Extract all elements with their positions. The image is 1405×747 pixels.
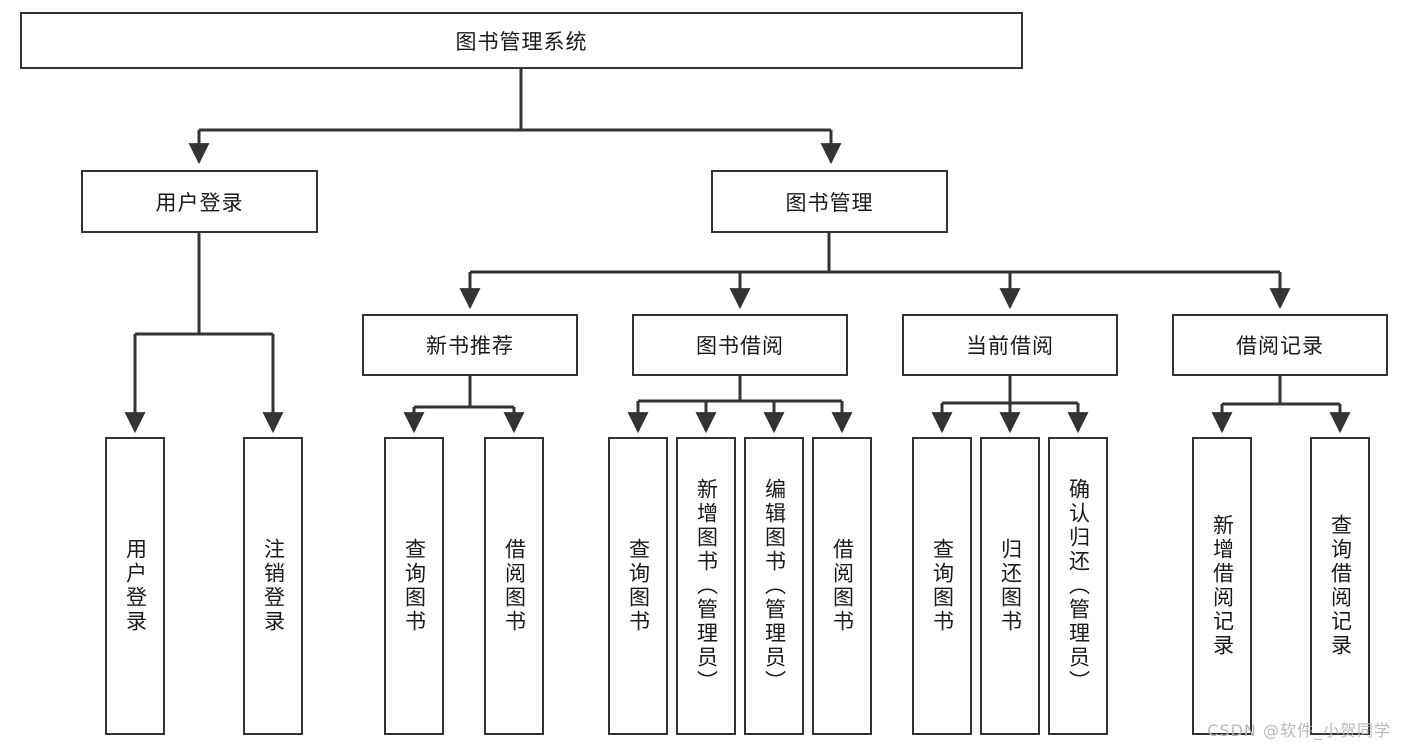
leaf-user-login-login[interactable]: 用户登录 [105,437,165,735]
node-book-management[interactable]: 图书管理 [711,170,948,233]
leaf-current-borrow-query-book[interactable]: 查询图书 [912,437,972,735]
leaf-book-borrow-add-book-admin[interactable]: 新增图书（管理员） [676,437,736,735]
node-label: 用户登录 [155,190,244,215]
node-label: 图书管理系统 [455,29,588,54]
node-user-login[interactable]: 用户登录 [81,170,318,233]
node-label: 编辑图书（管理员） [762,478,787,694]
leaf-book-borrow-query-book[interactable]: 查询图书 [608,437,668,735]
node-label: 归还图书 [998,538,1023,634]
node-label: 图书借阅 [696,334,784,358]
node-label: 查询图书 [626,538,651,634]
leaf-borrow-record-query-record[interactable]: 查询借阅记录 [1310,437,1370,735]
leaf-book-borrow-edit-book-admin[interactable]: 编辑图书（管理员） [744,437,804,735]
node-borrow-record[interactable]: 借阅记录 [1172,314,1388,376]
leaf-current-borrow-confirm-return-admin[interactable]: 确认归还（管理员） [1048,437,1108,735]
node-new-book-recommend[interactable]: 新书推荐 [362,314,578,376]
node-root-book-management-system[interactable]: 图书管理系统 [20,12,1023,69]
node-label: 用户登录 [123,538,148,634]
node-label: 查询借阅记录 [1328,514,1353,658]
node-book-borrow[interactable]: 图书借阅 [632,314,848,376]
node-label: 借阅记录 [1236,334,1324,358]
leaf-new-book-query-book[interactable]: 查询图书 [384,437,444,735]
node-label: 查询图书 [402,538,427,634]
node-label: 新书推荐 [426,334,514,358]
node-current-borrow[interactable]: 当前借阅 [902,314,1118,376]
leaf-borrow-record-add-record[interactable]: 新增借阅记录 [1192,437,1252,735]
node-label: 借阅图书 [502,538,527,634]
node-label: 新增图书（管理员） [694,478,719,694]
node-label: 借阅图书 [830,538,855,634]
node-label: 查询图书 [930,538,955,634]
csdn-watermark: CSDN @软件_小贺同学 [1207,721,1391,740]
node-label: 确认归还（管理员） [1066,478,1091,694]
node-label: 新增借阅记录 [1210,514,1235,658]
leaf-new-book-borrow-book[interactable]: 借阅图书 [484,437,544,735]
node-label: 注销登录 [261,538,286,634]
leaf-user-login-logout[interactable]: 注销登录 [243,437,303,735]
node-label: 图书管理 [785,190,874,215]
leaf-current-borrow-return-book[interactable]: 归还图书 [980,437,1040,735]
node-label: 当前借阅 [966,334,1054,358]
leaf-book-borrow-borrow-book[interactable]: 借阅图书 [812,437,872,735]
